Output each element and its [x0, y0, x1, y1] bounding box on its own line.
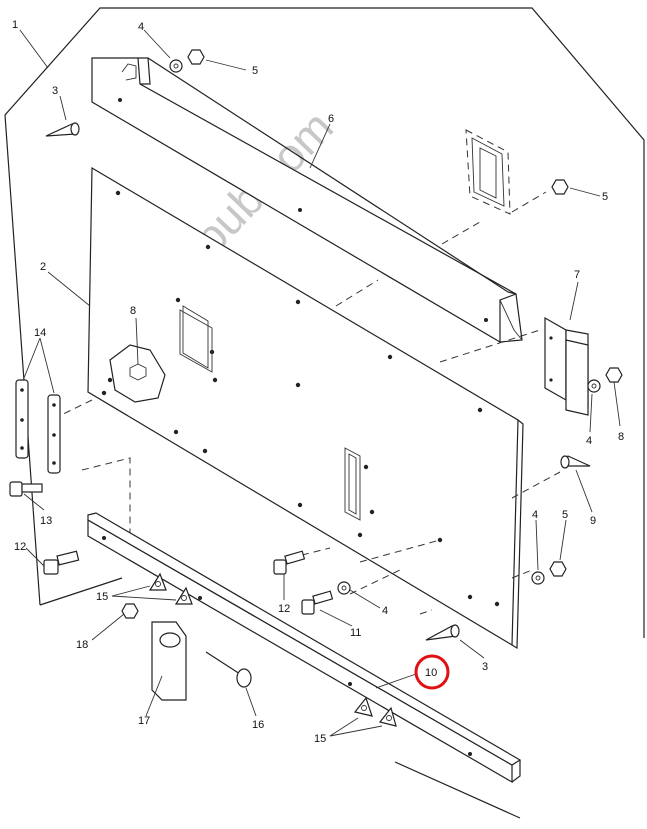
callout-5-right: 5 [602, 191, 608, 203]
callout-5-top: 5 [252, 65, 258, 77]
callout-7: 7 [574, 269, 580, 281]
callout-16: 16 [252, 719, 264, 731]
callout-8-right: 8 [618, 431, 624, 443]
cone-part-3-bottom [425, 624, 460, 641]
callout-5-lower: 5 [562, 509, 568, 521]
bracket-parts-15 [148, 572, 397, 727]
lower-bar-part-10 [87, 512, 522, 784]
callout-2: 2 [40, 261, 46, 273]
callout-8-knob: 8 [130, 305, 136, 317]
bolt-part-11 [301, 590, 334, 615]
callout-17: 17 [138, 715, 150, 727]
callout-15-right: 15 [314, 733, 326, 745]
callout-15-left: 15 [96, 591, 108, 603]
callout-9: 9 [590, 515, 596, 527]
assembly-boundary [4, 7, 645, 819]
callout-13: 13 [40, 515, 52, 527]
strap-parts-14 [15, 379, 61, 474]
cover-plate [465, 129, 511, 215]
callout-4-center: 4 [382, 605, 388, 617]
bolt-part-12-center [273, 550, 306, 575]
bracket-part-7 [544, 316, 589, 416]
callout-4-right: 4 [586, 435, 592, 447]
callout-3-bottom: 3 [482, 661, 488, 673]
nuts-and-washers [121, 49, 623, 619]
panel-part-2 [87, 166, 524, 650]
callout-1: 1 [12, 19, 18, 31]
rail-part-6 [91, 57, 523, 343]
callout-4-top: 4 [138, 21, 144, 33]
callout-18: 18 [76, 639, 88, 651]
leader-lines [19, 29, 621, 737]
bolt-part-16 [205, 651, 252, 688]
callout-4-lower: 4 [532, 509, 538, 521]
callout-12-left: 12 [14, 541, 26, 553]
cone-part-9 [560, 455, 591, 469]
callout-3-top: 3 [52, 85, 58, 97]
callout-10: 10 [425, 667, 437, 679]
callout-11: 11 [350, 627, 361, 639]
highlight-circle [414, 654, 450, 690]
bolt-part-13 [9, 481, 43, 497]
alignment-lines [54, 191, 561, 615]
callout-labels: 1 2 3 4 5 6 5 7 8 14 4 8 9 4 5 13 12 12 … [12, 19, 624, 745]
bolt-part-12-left [43, 550, 80, 575]
callout-6: 6 [328, 113, 334, 125]
cone-part-3-top [45, 122, 80, 137]
callout-14: 14 [34, 327, 46, 339]
callout-12-center: 12 [278, 603, 290, 615]
